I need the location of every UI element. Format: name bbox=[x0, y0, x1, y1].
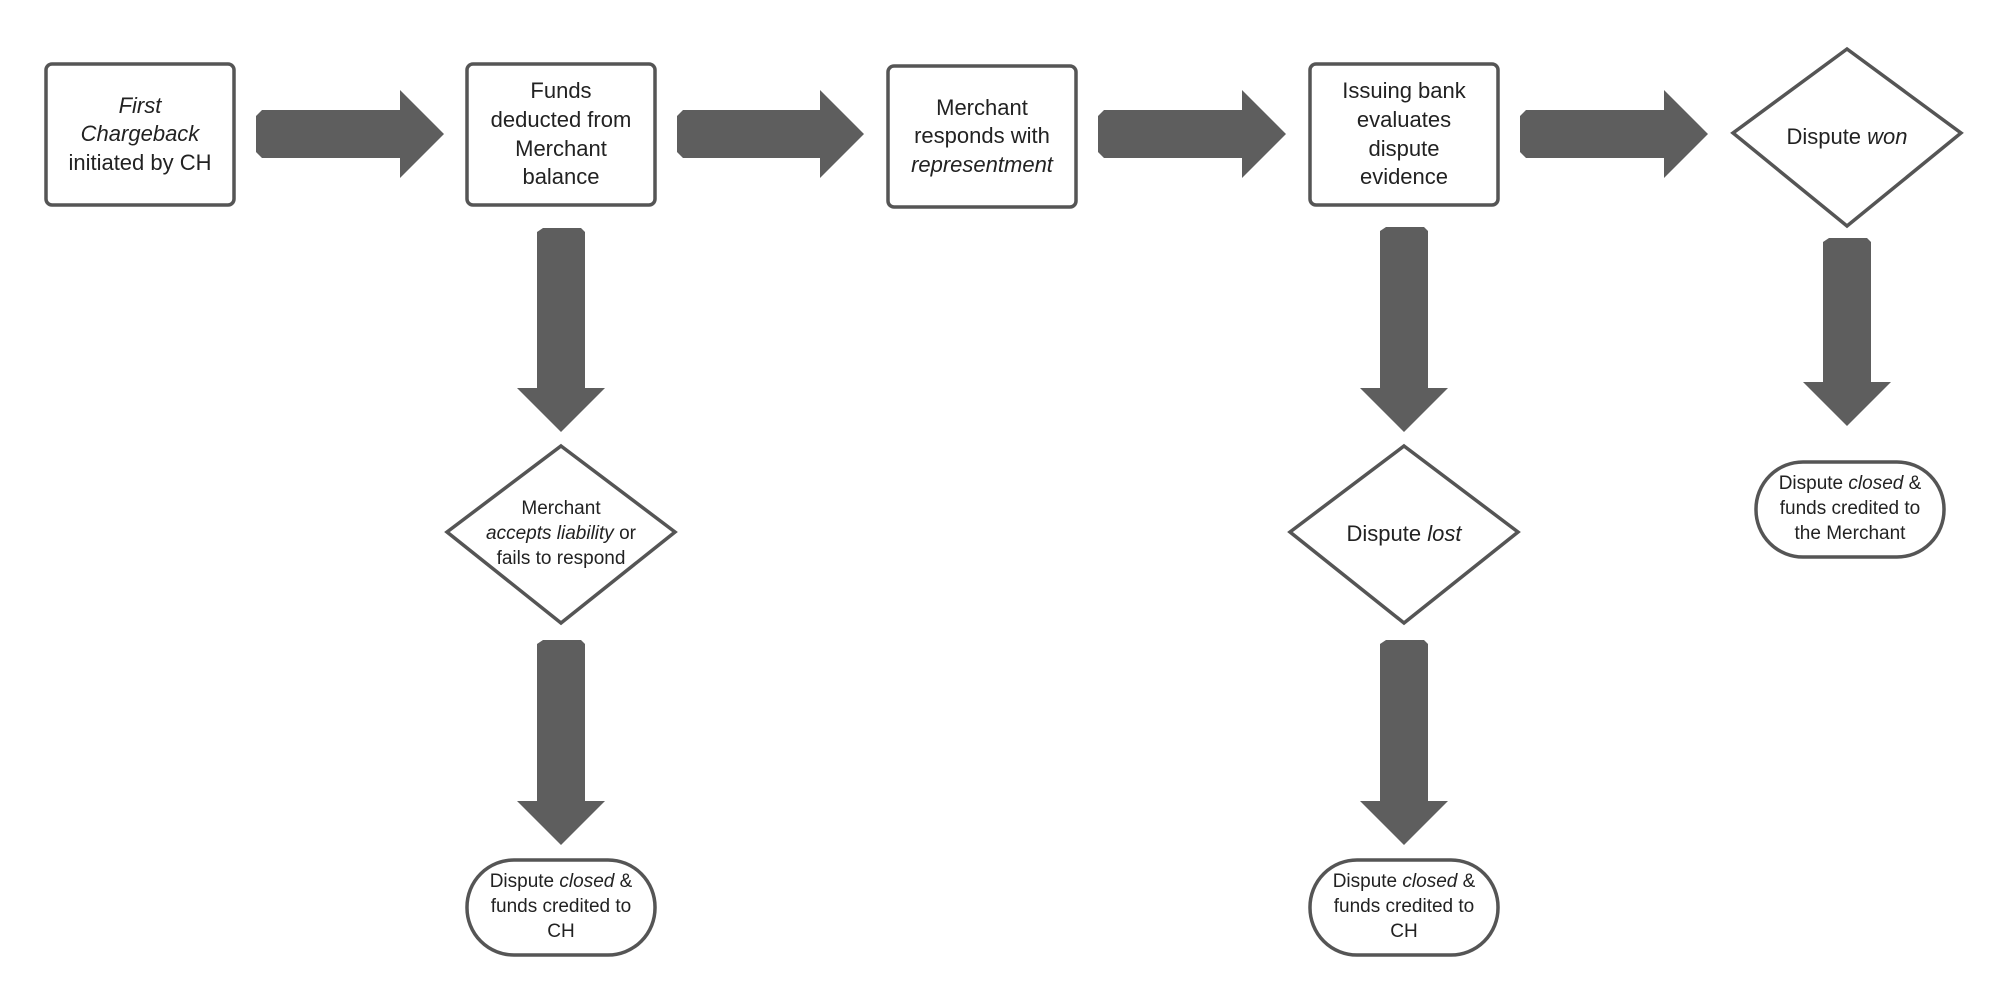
dispute-won-prefix: Dispute bbox=[1786, 124, 1868, 150]
first-chargeback-line2: Chargeback bbox=[80, 121, 200, 147]
closed-merchant-line3: the Merchant bbox=[1794, 522, 1906, 544]
closed-ch-left-prefix: Dispute bbox=[489, 871, 560, 893]
closed-merchant-line2: funds credited to bbox=[1779, 498, 1921, 520]
issuing-bank-line3: dispute bbox=[1368, 135, 1440, 161]
merchant-accepts-line2-rest: or bbox=[613, 523, 636, 545]
closed-merchant-suffix: & bbox=[1903, 473, 1922, 495]
issuing-bank-line4: evidence bbox=[1359, 164, 1449, 190]
dispute-won-label: Dispute won bbox=[1733, 49, 1961, 226]
closed-merchant-terminator bbox=[1754, 460, 1946, 559]
funds-deducted-box bbox=[465, 62, 657, 207]
closed-ch-left-line2: funds credited to bbox=[490, 896, 632, 918]
dispute-won-emph: won bbox=[1867, 124, 1908, 150]
dispute-lost-emph: lost bbox=[1427, 521, 1462, 547]
closed-ch-left-terminator bbox=[465, 858, 657, 957]
dispute-lost-label: Dispute lost bbox=[1290, 446, 1518, 623]
funds-deducted-line4: balance bbox=[522, 164, 600, 190]
funds-deducted-label: Funds deducted from Merchant balance bbox=[467, 64, 655, 205]
arrow-right-2 bbox=[677, 90, 864, 178]
arrow-right-4 bbox=[1520, 90, 1708, 178]
merchant-accepts-line3: fails to respond bbox=[496, 547, 626, 569]
merchant-responds-box bbox=[886, 64, 1078, 209]
issuing-bank-line1: Issuing bank bbox=[1342, 78, 1466, 104]
merchant-responds-line1: Merchant bbox=[936, 94, 1028, 120]
funds-deducted-line1: Funds bbox=[530, 78, 592, 104]
merchant-accepts-label: Merchant accepts liability or fails to r… bbox=[447, 446, 675, 623]
dispute-lost-prefix: Dispute bbox=[1346, 521, 1428, 547]
arrow-right-1 bbox=[256, 90, 444, 178]
dispute-lost-diamond bbox=[1287, 443, 1521, 626]
merchant-responds-label: Merchant responds with representment bbox=[888, 66, 1076, 207]
arrow-down-2 bbox=[517, 640, 605, 845]
issuing-bank-label: Issuing bank evaluates dispute evidence bbox=[1310, 64, 1498, 205]
merchant-accepts-line1: Merchant bbox=[521, 498, 601, 520]
issuing-bank-line2: evaluates bbox=[1356, 106, 1452, 132]
first-chargeback-line3: initiated by CH bbox=[68, 149, 212, 175]
first-chargeback-label: First Chargeback initiated by CH bbox=[46, 64, 234, 205]
merchant-accepts-line2-emph: accepts liability bbox=[486, 523, 614, 545]
merchant-responds-line2: responds with bbox=[914, 123, 1050, 149]
funds-deducted-line3: Merchant bbox=[515, 135, 607, 161]
dispute-won-diamond bbox=[1730, 46, 1964, 229]
closed-ch-right-emph: closed bbox=[1402, 871, 1458, 893]
closed-ch-left-suffix: & bbox=[614, 871, 633, 893]
closed-ch-right-line2: funds credited to bbox=[1333, 896, 1475, 918]
arrow-down-3 bbox=[1360, 227, 1448, 432]
first-chargeback-line1: First bbox=[118, 92, 162, 118]
closed-ch-left-emph: closed bbox=[559, 871, 615, 893]
closed-ch-right-line3: CH bbox=[1390, 920, 1418, 942]
merchant-responds-line3: representment bbox=[911, 151, 1053, 177]
closed-merchant-emph: closed bbox=[1848, 473, 1904, 495]
arrow-down-4 bbox=[1360, 640, 1448, 845]
closed-ch-right-terminator bbox=[1308, 858, 1500, 957]
funds-deducted-line2: deducted from bbox=[490, 106, 632, 132]
first-chargeback-box bbox=[44, 62, 236, 207]
closed-merchant-label: Dispute closed & funds credited to the M… bbox=[1756, 462, 1944, 557]
closed-ch-left-label: Dispute closed & funds credited to CH bbox=[467, 860, 655, 955]
closed-ch-right-label: Dispute closed & funds credited to CH bbox=[1310, 860, 1498, 955]
arrow-down-1 bbox=[517, 228, 605, 432]
closed-ch-right-suffix: & bbox=[1457, 871, 1476, 893]
closed-ch-right-prefix: Dispute bbox=[1332, 871, 1403, 893]
closed-ch-left-line3: CH bbox=[547, 920, 575, 942]
arrow-right-3 bbox=[1098, 90, 1286, 178]
arrow-down-5 bbox=[1803, 238, 1891, 426]
closed-merchant-prefix: Dispute bbox=[1778, 473, 1849, 495]
merchant-accepts-diamond bbox=[444, 443, 678, 626]
issuing-bank-box bbox=[1308, 62, 1500, 207]
